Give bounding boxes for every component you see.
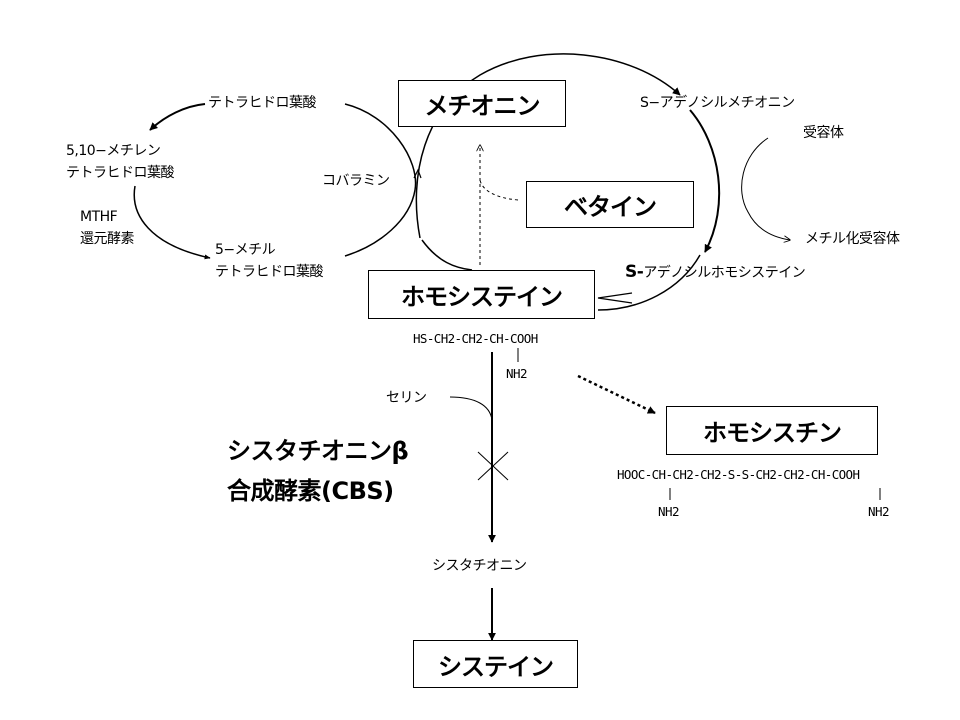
cysteine-box: システイン	[413, 640, 578, 688]
methionine-cycle-arc-bottom-left	[421, 239, 473, 271]
sah-reverse-arrow	[597, 292, 633, 304]
folate-cycle-top-arrow	[149, 103, 206, 131]
homocystine-nh2-left: NH2	[658, 504, 680, 519]
acceptor-arc	[741, 137, 790, 240]
thf-label: テトラヒドロ葉酸	[208, 95, 317, 111]
sam-label: S−アデノシルメチオニン	[640, 95, 795, 111]
cbs-block-cross-2	[477, 451, 509, 481]
sah-label-prefix: S-	[625, 262, 644, 282]
methylene-thf-label-line1: 5,10−メチレン	[66, 143, 161, 159]
serine-label: セリン	[386, 390, 427, 406]
methionine-cycle-arc-bottom-right	[597, 254, 701, 311]
homocystine-dotted-arrow	[577, 374, 656, 415]
methylene-thf-label-line2: テトラヒドロ葉酸	[66, 165, 175, 181]
folate-cycle-right-arc	[344, 103, 417, 257]
methylated-acceptor-label: メチル化受容体	[805, 231, 900, 247]
methionine-cycle-arc-top	[415, 53, 681, 239]
methyl-thf-label-line2: テトラヒドロ葉酸	[215, 264, 324, 280]
acceptor-label: 受容体	[803, 125, 844, 141]
serine-arc	[449, 396, 493, 421]
cbs-enzyme-label-line1: シスタチオニンβ	[227, 437, 409, 465]
homocystine-box: ホモシスチン	[666, 406, 878, 455]
cystathionine-label: シスタチオニン	[432, 558, 527, 574]
betaine-box: ベタイン	[526, 181, 694, 228]
sah-label-rest: アデノシルホモシステイン	[643, 265, 806, 281]
methyl-thf-label-line1: 5−メチル	[215, 242, 276, 258]
cbs-enzyme-label-line2: 合成酵素(CBS)	[227, 477, 394, 505]
cobalamin-label: コバラミン	[322, 173, 390, 189]
homocystine-formula: HOOC-CH-CH2-CH2-S-S-CH2-CH2-CH-COOH	[617, 467, 860, 482]
homocysteine-formula: HS-CH2-CH2-CH-COOH	[413, 331, 538, 346]
betaine-dashed-branch	[479, 179, 519, 201]
methionine-cycle-arc-right	[689, 109, 721, 253]
homocysteine-nh2: NH2	[506, 366, 528, 381]
homocysteine-box: ホモシステイン	[368, 270, 595, 319]
mthf-reductase-label-line2: 還元酵素	[80, 231, 135, 247]
mthf-reductase-label-line1: MTHF	[80, 209, 118, 225]
folate-cycle-left-arc	[133, 185, 211, 260]
methionine-box: メチオニン	[398, 80, 566, 127]
homocystine-nh2-right: NH2	[868, 504, 890, 519]
sah-label: S-アデノシルホモシステイン	[625, 262, 806, 283]
